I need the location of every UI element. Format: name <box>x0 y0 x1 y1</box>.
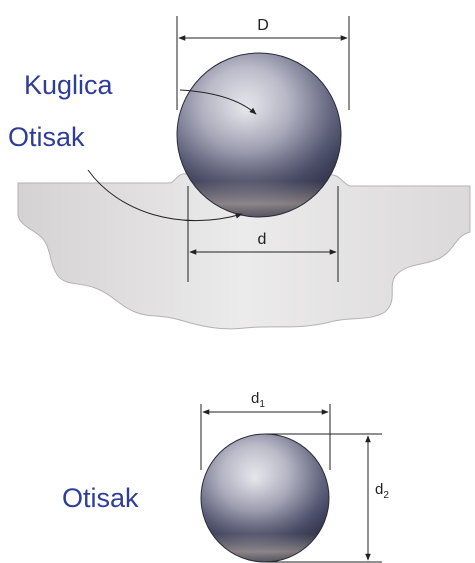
label-otisak-bottom: Otisak <box>62 483 139 513</box>
label-kuglica: Kuglica <box>24 70 114 100</box>
dimension-d-label: d <box>258 231 267 248</box>
ball-top <box>176 52 342 218</box>
dimension-d1-label: d1 <box>251 390 265 410</box>
dimension-d2 <box>266 433 382 563</box>
dimension-D-label: D <box>257 17 269 34</box>
leader-otisak-top <box>87 169 243 221</box>
indent-bottom <box>200 433 330 563</box>
dimension-d2-label: d2 <box>375 481 389 501</box>
dimension-D <box>176 16 350 110</box>
leader-kuglica <box>179 89 257 115</box>
dimension-d <box>187 186 339 282</box>
dimension-d1 <box>200 404 331 470</box>
label-otisak-top: Otisak <box>8 122 85 152</box>
